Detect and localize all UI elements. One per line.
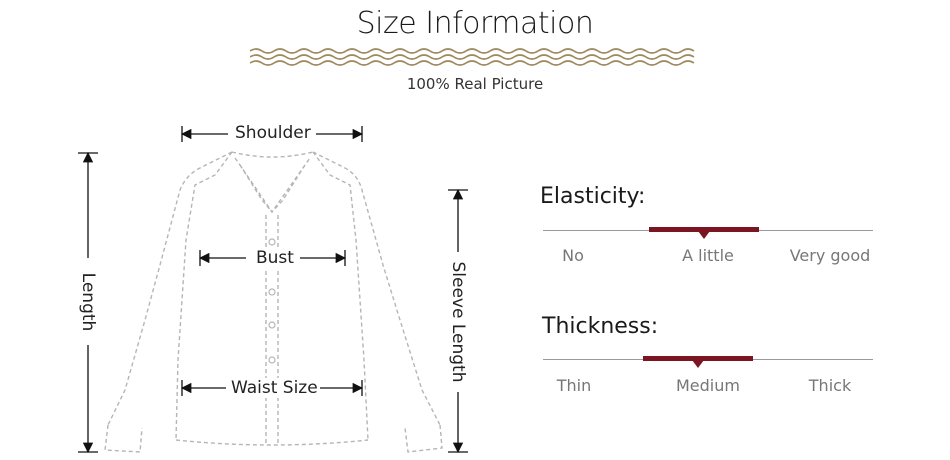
page-title: Size Information xyxy=(356,6,594,41)
shirt-outline xyxy=(104,151,443,453)
thickness-option-thin: Thin xyxy=(556,376,592,395)
elasticity-option-very-good: Very good xyxy=(789,246,871,265)
thickness-pointer-icon xyxy=(692,360,704,368)
thickness-selected-bar xyxy=(643,356,753,361)
sleeve-length-label: Sleeve Length xyxy=(448,257,468,387)
elasticity-selected-bar xyxy=(649,227,759,232)
thickness-option-medium: Medium xyxy=(676,376,740,395)
elasticity-option-no: No xyxy=(562,246,584,265)
shirt-buttons xyxy=(268,238,276,364)
bust-label: Bust xyxy=(254,248,296,268)
waist-label: Waist Size xyxy=(229,378,320,398)
thickness-title: Thickness: xyxy=(542,314,659,339)
length-label: Length xyxy=(78,268,98,336)
page-subtitle: 100% Real Picture xyxy=(406,75,544,93)
elasticity-title: Elasticity: xyxy=(540,184,646,209)
elasticity-option-a-little: A little xyxy=(682,246,734,265)
elasticity-pointer-icon xyxy=(698,231,710,239)
shirt-diagram xyxy=(78,126,468,454)
shoulder-label: Shoulder xyxy=(233,123,313,143)
thickness-option-thick: Thick xyxy=(808,376,852,395)
wave-divider xyxy=(250,48,695,66)
